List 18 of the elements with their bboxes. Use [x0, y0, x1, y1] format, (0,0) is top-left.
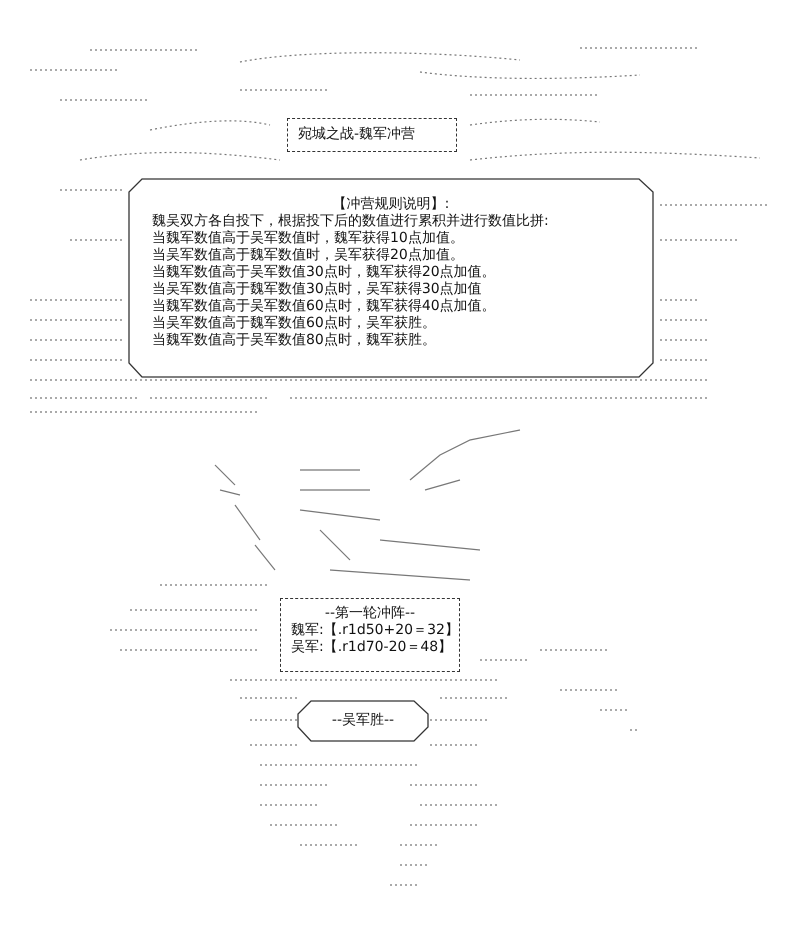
rule-text: 当吴军数值高于魏军数值60点时，吴军获胜。: [152, 315, 437, 332]
rule-text: 当魏军数值高于吴军数值时，魏军获得10点加值。: [152, 230, 465, 247]
rule-text: 当吴军数值高于魏军数值30点时，吴军获得30点加值: [152, 281, 483, 298]
rule-text: 魏吴双方各自投下，根据投下后的数值进行累积并进行数值比拼:: [152, 213, 550, 230]
rule-text: 当魏军数值高于吴军数值60点时，魏军获得40点加值。: [152, 298, 497, 315]
rules-panel: [128, 178, 654, 378]
rule-text: 当魏军数值高于吴军数值30点时，魏军获得20点加值。: [152, 264, 497, 281]
title-text: 宛城之战-魏军冲营: [298, 126, 416, 143]
result-panel: [297, 700, 429, 742]
heading: --第一轮冲阵--: [324, 605, 416, 622]
dice-roll-text: 魏军:【.r1d50+20＝32】: [291, 622, 449, 639]
dice-result-box: [280, 598, 460, 672]
title-box: [287, 118, 457, 152]
rule-text: 当魏军数值高于吴军数值80点时，魏军获胜。: [152, 332, 437, 349]
dice-roll-text: 吴军:【.r1d70-20＝48】: [291, 639, 449, 656]
heading: 【冲营规则说明】:: [332, 196, 450, 213]
title-text: --吴军胜--: [330, 712, 396, 729]
rule-text: 当吴军数值高于魏军数值时，吴军获得20点加值。: [152, 247, 465, 264]
